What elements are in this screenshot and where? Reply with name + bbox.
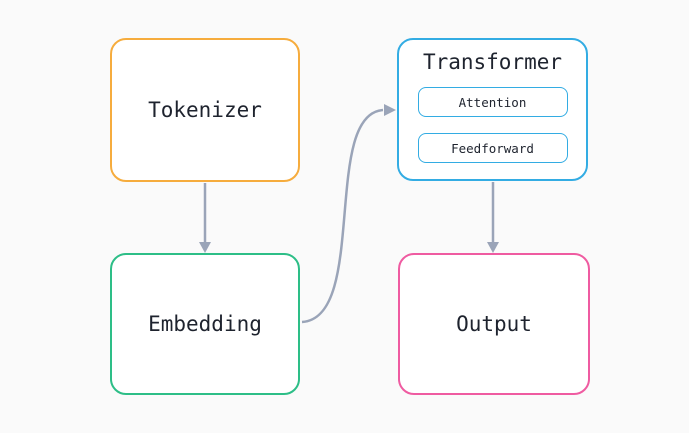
node-attention-label: Attention: [458, 94, 527, 110]
arrowhead-transformer: [384, 104, 396, 116]
node-embedding-label: Embedding: [148, 312, 262, 336]
node-feedforward-label: Feedforward: [451, 140, 534, 156]
node-feedforward: Feedforward: [417, 133, 568, 163]
node-embedding: Embedding: [110, 253, 300, 395]
node-attention: Attention: [417, 87, 568, 117]
node-tokenizer-label: Tokenizer: [148, 98, 262, 122]
node-transformer: Transformer Attention Feedforward: [397, 38, 588, 181]
node-tokenizer: Tokenizer: [110, 38, 300, 182]
node-output-label: Output: [456, 312, 532, 336]
edge-embedding-transformer: [301, 108, 384, 324]
node-transformer-label: Transformer: [422, 50, 563, 74]
node-output: Output: [398, 253, 590, 395]
arrowhead-output: [487, 242, 499, 253]
arrowhead-embedding: [199, 242, 211, 253]
